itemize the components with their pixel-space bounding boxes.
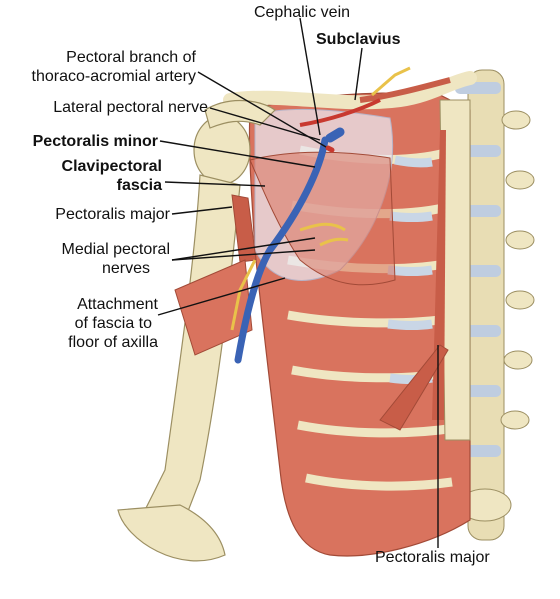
label-pectoralis-minor: Pectoralis minor [32,133,158,150]
label-pectoral-branch-line1: Pectoral branch of [66,49,196,66]
pectoralis-minor [249,151,396,286]
label-attachment-line2: of fascia to [74,315,152,332]
label-medial-pectoral-line2: nerves [101,260,150,277]
arm-muscle [174,259,253,356]
label-attachment-line1: Attachment [77,296,158,313]
vessels [234,98,381,364]
label-clavipectoral-line1: Clavipectoral [61,158,162,175]
label-pectoral-branch-line2: thoraco-acromial artery [31,68,197,85]
pectoralis-major-cut [231,194,257,263]
label-pectoralis-major-left: Pectoralis major [55,206,170,223]
label-medial-pectoral-line1: Medial pectoral [61,241,171,258]
leader-lines [157,17,439,548]
label-subclavius: Subclavius [316,31,401,48]
humerus [117,115,251,562]
label-clavipectoral-line2: fascia [116,177,162,194]
nerves [230,66,411,331]
label-lateral-pectoral-nerve: Lateral pectoral nerve [53,99,208,116]
label-pectoralis-major-bottom: Pectoralis major [375,549,490,566]
label-attachment-line3: floor of axilla [68,334,158,351]
label-cephalic-vein: Cephalic vein [253,4,351,21]
